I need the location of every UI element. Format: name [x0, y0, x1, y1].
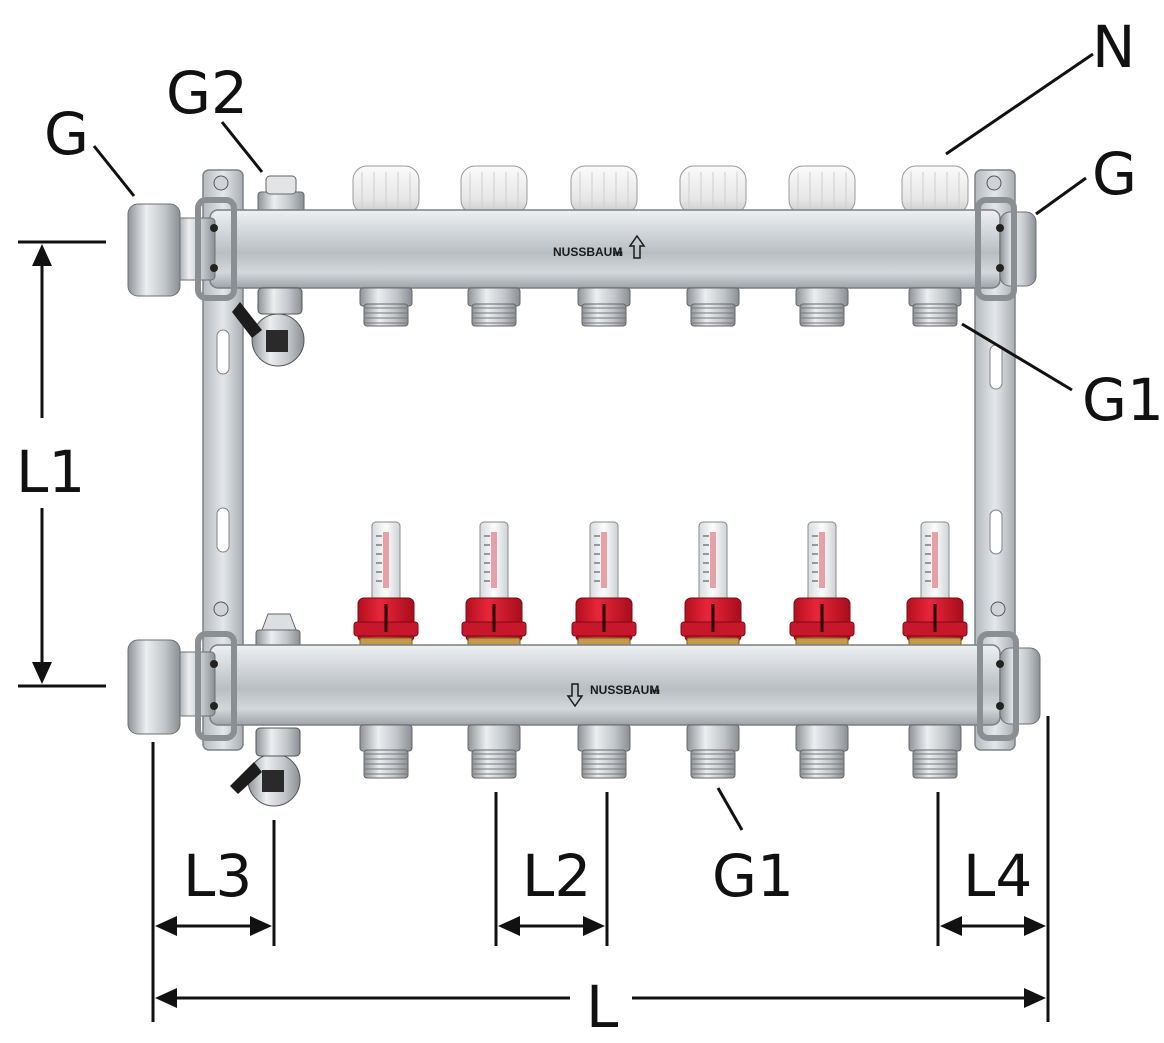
outlet-connector-top [686, 287, 740, 327]
outlet-connector-top [795, 287, 849, 327]
label-g-right: G [1092, 140, 1137, 208]
valve-cap [788, 165, 856, 215]
dimension-labels: G G2 N G G1 L1 L3 L2 G1 L4 L [16, 13, 1164, 1041]
brand-suffix-bottom: RN [651, 690, 660, 696]
dimension-lines [18, 52, 1094, 1022]
label-g2: G2 [166, 59, 248, 127]
outlet-connector-bottom [795, 724, 849, 779]
label-l1: L1 [16, 438, 85, 506]
label-g1-right: G1 [1082, 366, 1164, 434]
brand-name-bottom: NUSSBAUM [590, 683, 659, 697]
brand-name-top: NUSSBAUM [553, 245, 622, 259]
arrow-up-icon [628, 234, 646, 259]
outlet-connector-bottom [467, 724, 521, 779]
label-g-left: G [44, 100, 89, 168]
label-l4: L4 [963, 842, 1032, 910]
brand-suffix-top: RN [614, 252, 623, 258]
flowmeter [789, 521, 855, 649]
mounting-bracket-right [974, 169, 1016, 751]
mounting-bracket-left [202, 169, 244, 751]
label-n: N [1092, 13, 1135, 81]
valve-cap [460, 165, 528, 215]
outlet-connector-bottom [908, 724, 962, 779]
bottom-manifold-bar: NUSSBAUM RN [127, 521, 1041, 807]
outlet-connector-bottom [577, 724, 631, 779]
valve-cap [570, 165, 638, 215]
valve-cap [901, 165, 969, 215]
air-vent-top [257, 175, 305, 215]
outlet-connector-top [577, 287, 631, 327]
outlet-connector-bottom [359, 724, 413, 779]
outlet-connector-top [467, 287, 521, 327]
arrow-down-icon [566, 683, 584, 708]
label-g1-bottom: G1 [712, 842, 794, 910]
flowmeter [680, 521, 746, 649]
flowmeter [353, 521, 419, 649]
valve-cap [352, 165, 420, 215]
flowmeter [461, 521, 527, 649]
outlet-connector-top [359, 287, 413, 327]
drain-valve-bottom [230, 727, 301, 807]
drain-valve-top [232, 287, 305, 367]
valve-cap [679, 165, 747, 215]
label-l2: L2 [522, 842, 591, 910]
label-l: L [586, 973, 618, 1041]
flowmeter [902, 521, 968, 649]
brand-mark-top: NUSSBAUM RN [553, 234, 646, 259]
top-manifold-bar: NUSSBAUM RN [127, 165, 1037, 367]
brand-mark-bottom: NUSSBAUM RN [566, 683, 660, 708]
dimension-arrowheads [32, 244, 1046, 1008]
outlet-connector-top [908, 287, 962, 327]
flowmeter [571, 521, 637, 649]
outlet-connector-bottom [686, 724, 740, 779]
label-l3: L3 [183, 842, 252, 910]
